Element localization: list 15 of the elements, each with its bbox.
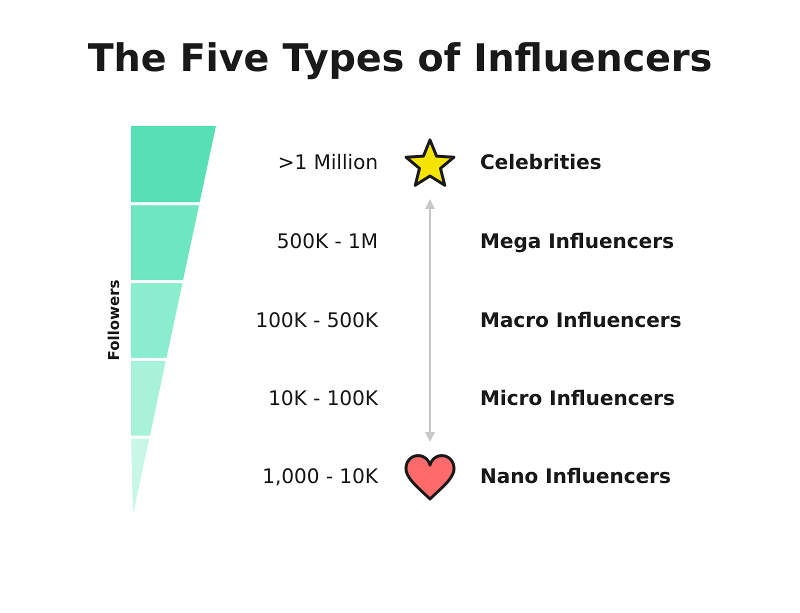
heart-icon — [404, 454, 456, 500]
follower-range: 10K - 100K — [268, 386, 378, 410]
star-icon — [404, 138, 456, 187]
follower-range: 100K - 500K — [255, 308, 378, 332]
axis-label: Followers — [105, 280, 123, 360]
influencer-type: Mega Influencers — [480, 229, 674, 253]
follower-range: 500K - 1M — [276, 229, 378, 253]
double-arrow — [425, 199, 435, 442]
influencer-type: Celebrities — [480, 150, 602, 174]
follower-range: >1 Million — [278, 150, 378, 174]
influencer-type: Micro Influencers — [480, 386, 675, 410]
follower-range: 1,000 - 10K — [262, 464, 378, 488]
title: The Five Types of Influencers — [86, 36, 714, 80]
influencer-type: Macro Influencers — [480, 308, 682, 332]
influencer-type: Nano Influencers — [480, 464, 671, 488]
